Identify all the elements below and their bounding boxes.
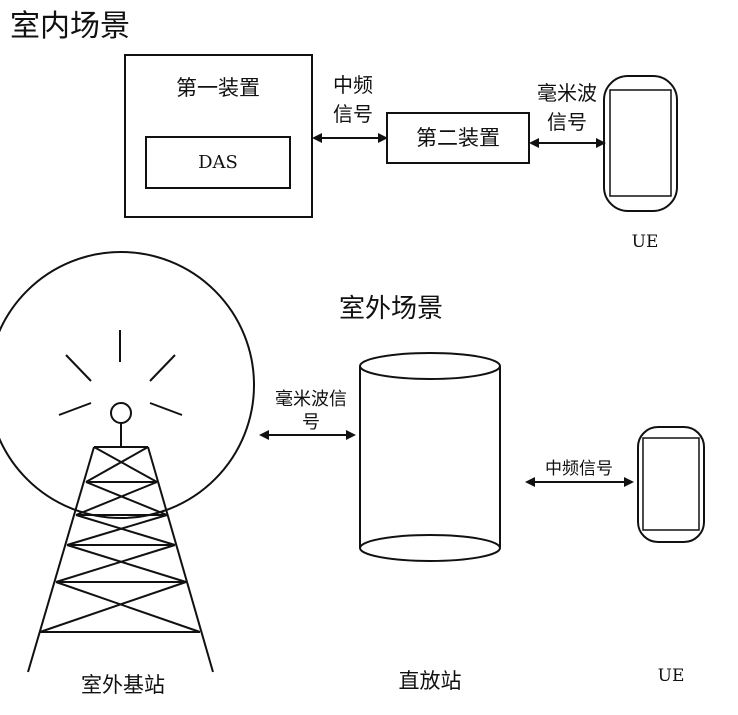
outdoor-mmwave-line1: 毫米波信: [275, 389, 347, 410]
second-device-label: 第二装置: [416, 126, 500, 150]
repeater-cylinder-icon: [359, 352, 501, 562]
das-box: [145, 136, 291, 189]
base-station-label: 室外基站: [81, 673, 165, 697]
indoor-ue-phone-icon: [603, 75, 678, 212]
indoor-mmwave-line1: 毫米波: [537, 81, 597, 105]
outdoor-title: 室外场景: [339, 294, 443, 324]
outdoor-ue-phone-icon: [637, 426, 705, 543]
outdoor-mmwave-line2: 号: [302, 412, 320, 433]
outdoor-if-signal-label: 中频信号: [545, 459, 613, 479]
repeater-label: 直放站: [399, 669, 462, 693]
outdoor-ue-label: UE: [658, 666, 685, 686]
indoor-mmwave-line2: 信号: [547, 110, 587, 134]
indoor-title: 室内场景: [10, 9, 130, 44]
indoor-if-signal-line1: 中频: [333, 73, 373, 97]
base-station-tower-icon: [0, 251, 255, 673]
indoor-ue-label: UE: [632, 232, 659, 252]
indoor-if-signal-line2: 信号: [333, 102, 373, 126]
first-device-label: 第一装置: [176, 76, 260, 100]
das-label: DAS: [198, 152, 238, 173]
